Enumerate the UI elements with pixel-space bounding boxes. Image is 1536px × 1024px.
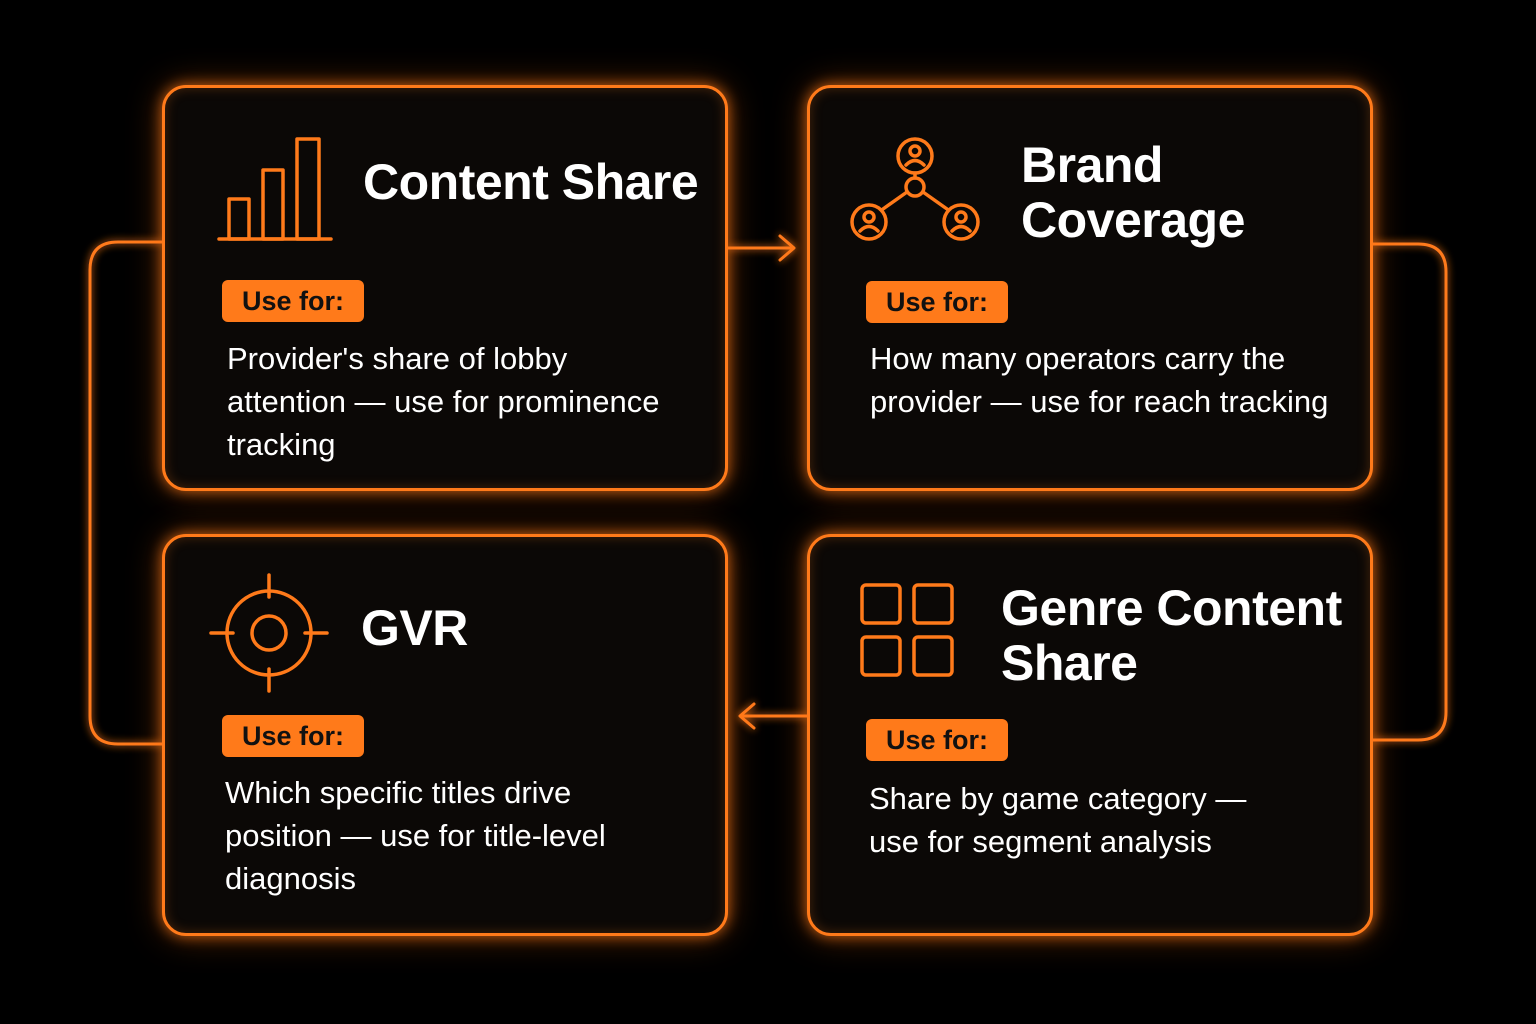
arrowhead-right-icon <box>778 234 796 262</box>
loop-right-connector <box>1371 242 1448 742</box>
card-title: Genre Content Share <box>1001 580 1342 691</box>
card-description: Provider's share of lobby attention — us… <box>227 341 660 462</box>
network-people-icon <box>844 134 986 246</box>
crosshair-target-icon <box>209 573 329 693</box>
card-title: Content Share <box>363 154 699 210</box>
card-description: Share by game category — use for segment… <box>869 781 1247 859</box>
use-for-badge: Use for: <box>866 719 1009 761</box>
card-genre-share: Genre Content Share Use for: Share by ga… <box>807 534 1373 936</box>
bar-chart-icon <box>217 135 333 243</box>
card-brand-coverage: Brand Coverage Use for: How many operato… <box>807 85 1373 491</box>
card-content-share: Content Share Use for: Provider's share … <box>162 85 728 491</box>
arrowhead-left-icon <box>738 702 756 730</box>
card-title: GVR <box>361 600 468 656</box>
use-for-badge: Use for: <box>222 715 365 757</box>
card-title: Brand Coverage <box>1021 137 1245 248</box>
loop-left-connector <box>88 240 164 746</box>
use-for-badge: Use for: <box>222 280 365 322</box>
use-for-badge: Use for: <box>866 281 1009 323</box>
grid-squares-icon <box>859 582 959 682</box>
card-description: How many operators carry the provider — … <box>870 341 1329 419</box>
card-gvr: GVR Use for: Which specific titles drive… <box>162 534 728 936</box>
card-description: Which specific titles drive position — u… <box>225 775 606 896</box>
